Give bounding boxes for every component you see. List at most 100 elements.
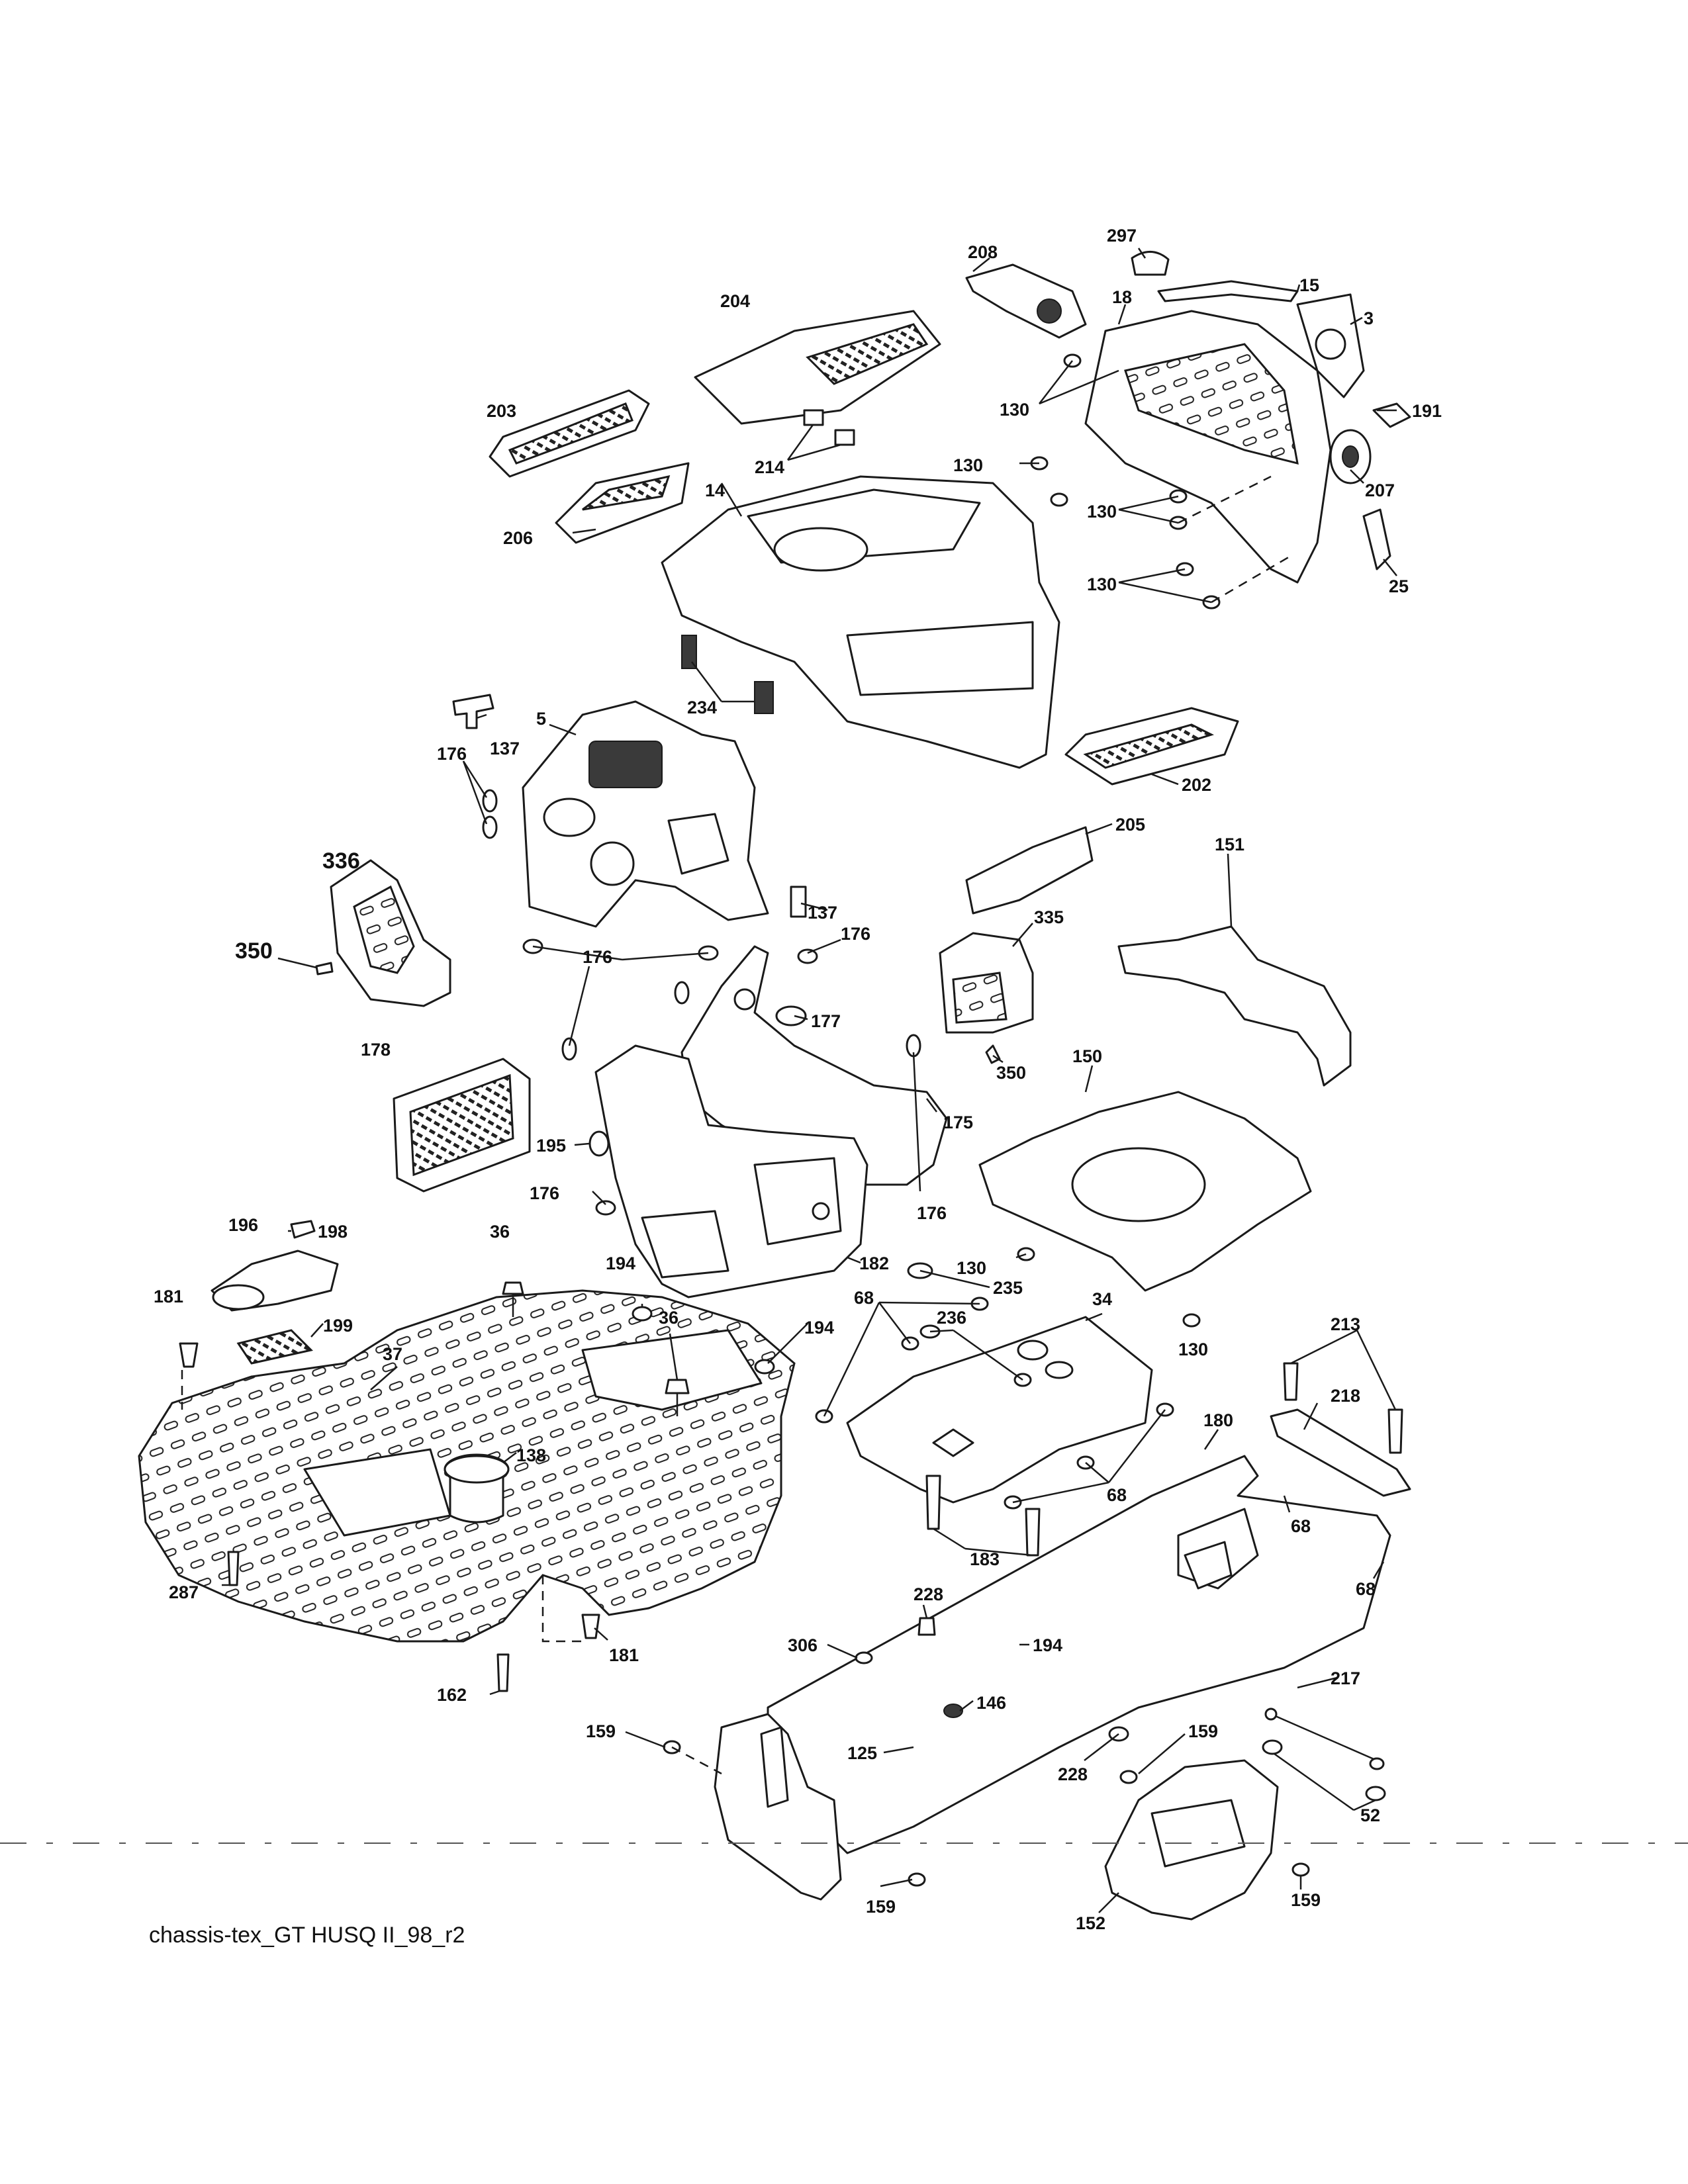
part-headlight-208 — [965, 263, 1087, 339]
callout-204: 204 — [720, 291, 750, 311]
part-foot-tray-150 — [978, 1091, 1312, 1292]
callout-196: 196 — [228, 1215, 258, 1235]
callout-194b: 194 — [804, 1318, 834, 1338]
part-bolt-159d — [1291, 1862, 1310, 1877]
callout-213: 213 — [1331, 1314, 1360, 1334]
callout-159c: 159 — [866, 1897, 896, 1917]
part-screw-162 — [496, 1653, 510, 1692]
part-screw-287 — [227, 1551, 240, 1586]
callout-numbers: 297 208 15 18 3 204 130 191 203 214 130 … — [154, 226, 1442, 1933]
part-trim-205 — [965, 826, 1094, 915]
callout-68c: 68 — [1291, 1516, 1311, 1536]
callout-138: 138 — [516, 1445, 546, 1465]
callout-68a: 68 — [854, 1288, 874, 1308]
callout-218: 218 — [1331, 1386, 1360, 1406]
callout-202: 202 — [1182, 775, 1211, 795]
callout-3: 3 — [1364, 308, 1374, 328]
part-pin-228a — [917, 1617, 936, 1636]
part-nut-194b — [754, 1359, 775, 1375]
part-clips-214 — [803, 409, 855, 446]
callout-207: 207 — [1365, 480, 1395, 500]
part-dashboard-5 — [522, 700, 769, 928]
callout-194a: 194 — [606, 1253, 635, 1273]
part-bolts-183 — [925, 1475, 1041, 1557]
callout-34: 34 — [1092, 1289, 1112, 1309]
diagram-caption: chassis-tex_GT HUSQ II_98_r2 — [149, 1923, 465, 1948]
callout-15: 15 — [1299, 275, 1319, 295]
callout-176d: 176 — [530, 1183, 559, 1203]
part-screw-350a — [315, 962, 334, 976]
callout-176b: 176 — [841, 924, 870, 944]
callout-130d: 130 — [1087, 574, 1117, 594]
part-hood-14 — [661, 475, 1060, 769]
callout-336: 336 — [322, 848, 360, 874]
callout-52: 52 — [1360, 1805, 1380, 1825]
callout-152: 152 — [1076, 1913, 1105, 1933]
callout-297: 297 — [1107, 226, 1137, 246]
callout-208: 208 — [968, 242, 998, 262]
callout-205: 205 — [1115, 815, 1145, 835]
part-bracket-151 — [1117, 925, 1352, 1087]
callout-130b: 130 — [953, 455, 983, 475]
callout-18: 18 — [1112, 287, 1132, 307]
part-nuts-52 — [1262, 1739, 1386, 1801]
part-screws-130 — [1017, 353, 1221, 1328]
callout-36b: 36 — [659, 1308, 679, 1328]
callout-287: 287 — [169, 1582, 199, 1602]
callout-36a: 36 — [490, 1222, 510, 1242]
callout-176c: 176 — [583, 947, 612, 967]
callout-162: 162 — [437, 1685, 467, 1705]
part-hood-cover-204 — [694, 310, 941, 425]
part-mounting-plate-34 — [846, 1316, 1153, 1504]
callout-leaders — [222, 248, 1397, 1913]
callout-130c: 130 — [1087, 502, 1117, 522]
callout-130f: 130 — [1178, 1340, 1208, 1359]
part-clip-198 — [290, 1220, 316, 1239]
callout-228b: 228 — [1058, 1764, 1088, 1784]
callout-68b: 68 — [1107, 1485, 1127, 1505]
assembly-dashed-lines — [181, 475, 1291, 1775]
callout-350a: 350 — [235, 938, 273, 964]
callout-181a: 181 — [154, 1287, 183, 1306]
callout-176a: 176 — [437, 744, 467, 764]
part-bushing-181a — [179, 1342, 199, 1368]
part-screw-350b — [985, 1044, 1001, 1064]
part-side-panel-336 — [330, 859, 451, 1007]
part-bracket-218 — [1270, 1408, 1411, 1497]
part-decal-199 — [236, 1329, 313, 1365]
part-socket-191 — [1372, 402, 1411, 428]
callout-180: 180 — [1203, 1410, 1233, 1430]
callout-199: 199 — [323, 1316, 353, 1336]
part-labels-234 — [681, 635, 774, 714]
callout-178: 178 — [361, 1040, 391, 1060]
part-nut-194a — [632, 1306, 653, 1322]
part-clip-137 — [790, 886, 807, 918]
callout-159d: 159 — [1291, 1890, 1321, 1910]
callout-137b: 137 — [808, 903, 837, 923]
callout-335: 335 — [1034, 907, 1064, 927]
part-plug-195 — [588, 1130, 610, 1157]
callout-206: 206 — [503, 528, 533, 548]
part-bushing-181b — [581, 1614, 600, 1639]
callout-194c: 194 — [1033, 1635, 1062, 1655]
part-knob-137 — [452, 694, 494, 729]
part-trim-15 — [1157, 280, 1299, 302]
part-nut-177 — [775, 1005, 807, 1026]
part-front-frame-125 — [714, 1713, 842, 1901]
part-washer-306 — [855, 1651, 873, 1664]
part-frame-180 — [767, 1455, 1391, 1854]
callout-191: 191 — [1412, 401, 1442, 421]
callout-234: 234 — [687, 698, 717, 717]
callout-130a: 130 — [1000, 400, 1029, 420]
part-plug-146 — [943, 1704, 963, 1718]
part-rod-217 — [1264, 1707, 1385, 1770]
callout-195: 195 — [536, 1136, 566, 1156]
part-bolts-213 — [1283, 1362, 1403, 1454]
part-side-grille-178 — [393, 1058, 531, 1193]
callout-306: 306 — [788, 1635, 818, 1655]
callout-228a: 228 — [914, 1584, 943, 1604]
callout-177: 177 — [811, 1011, 841, 1031]
part-grille-206 — [555, 462, 690, 544]
part-filler-neck-138 — [444, 1455, 510, 1484]
